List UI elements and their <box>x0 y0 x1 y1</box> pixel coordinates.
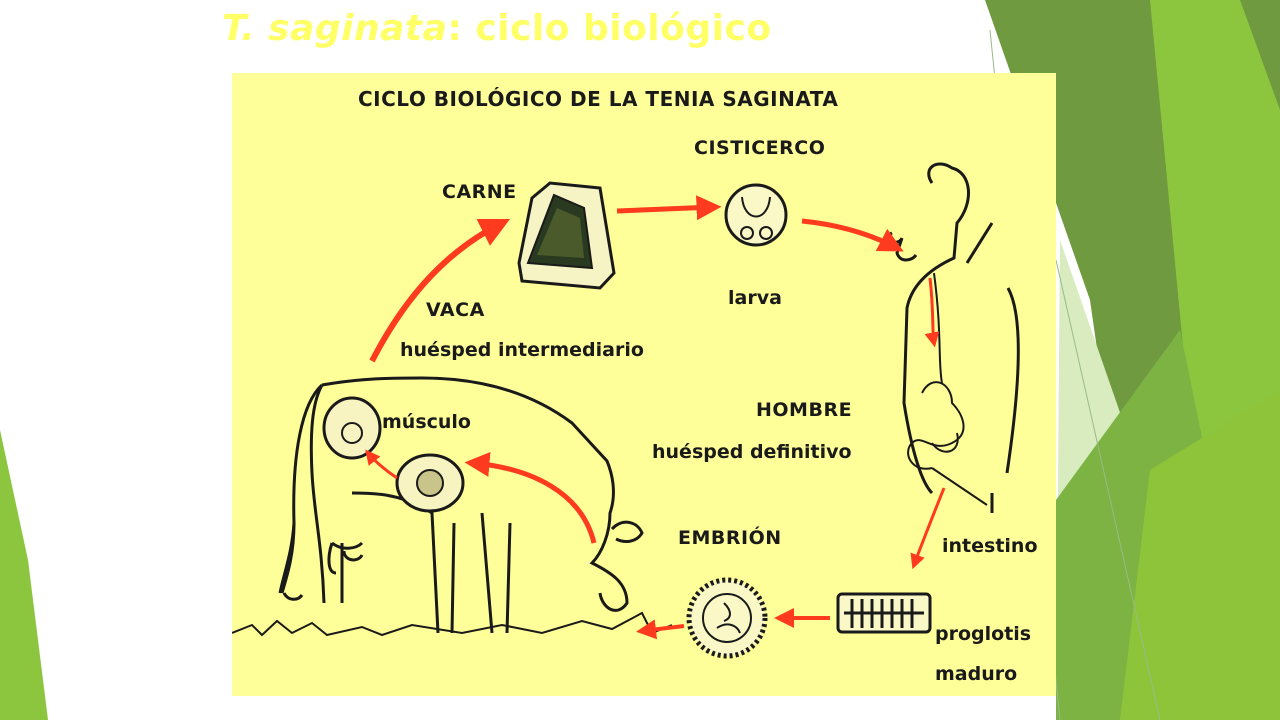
bg-thin-line-2 <box>1055 259 1161 720</box>
life-cycle-drawing <box>232 162 1020 659</box>
embryo-drawing <box>686 577 768 659</box>
arrow-cyst-to-muscle <box>365 449 398 480</box>
label-hombre-role: huésped definitivo <box>652 441 852 463</box>
label-carne: CARNE <box>442 181 517 203</box>
cow-embryo-cyst <box>395 453 465 513</box>
label-maduro: maduro <box>935 663 1018 685</box>
label-larva: larva <box>728 287 782 309</box>
arrow-meat-to-cysticercus <box>616 195 722 221</box>
label-embrion: EMBRIÓN <box>678 527 782 549</box>
label-vaca-role: huésped intermediario <box>400 339 644 361</box>
intestine-exit-arrow <box>910 487 946 570</box>
arrow-mouth-to-cyst <box>464 452 597 544</box>
cysticercus-drawing <box>724 183 788 247</box>
bg-shape-bright-bottom <box>1120 390 1280 720</box>
human-drawing <box>887 162 1020 513</box>
label-proglotis: proglotis <box>935 623 1032 645</box>
slide-title-rest: : ciclo biológico <box>447 8 772 49</box>
label-cisticerco: CISTICERCO <box>694 137 826 159</box>
grass-drawing <box>232 611 673 637</box>
label-intestino: intestino <box>942 535 1038 557</box>
label-musculo: músculo <box>382 411 471 433</box>
diagram-heading: CICLO BIOLÓGICO DE LA TENIA SAGINATA <box>358 87 839 111</box>
arrow-embryo-to-grass <box>636 619 685 640</box>
label-vaca: VACA <box>426 299 485 321</box>
cow-muscle-cyst <box>322 396 382 460</box>
proglottid-drawing <box>836 592 932 634</box>
arrow-cow-to-meat <box>369 218 511 363</box>
slide-title-italic: T. saginata <box>222 8 448 49</box>
label-hombre: HOMBRE <box>756 399 853 421</box>
life-cycle-figure: CICLO BIOLÓGICO DE LA TENIA SAGINATA CIS… <box>232 73 1056 696</box>
slide-title: T. saginata: ciclo biológico <box>222 8 772 49</box>
cow-drawing <box>278 376 644 634</box>
meat-drawing <box>517 181 616 290</box>
arrow-cysticercus-to-human <box>801 218 904 252</box>
digestive-tract-arrow <box>924 277 940 348</box>
bg-shape-left-strip <box>0 430 48 720</box>
